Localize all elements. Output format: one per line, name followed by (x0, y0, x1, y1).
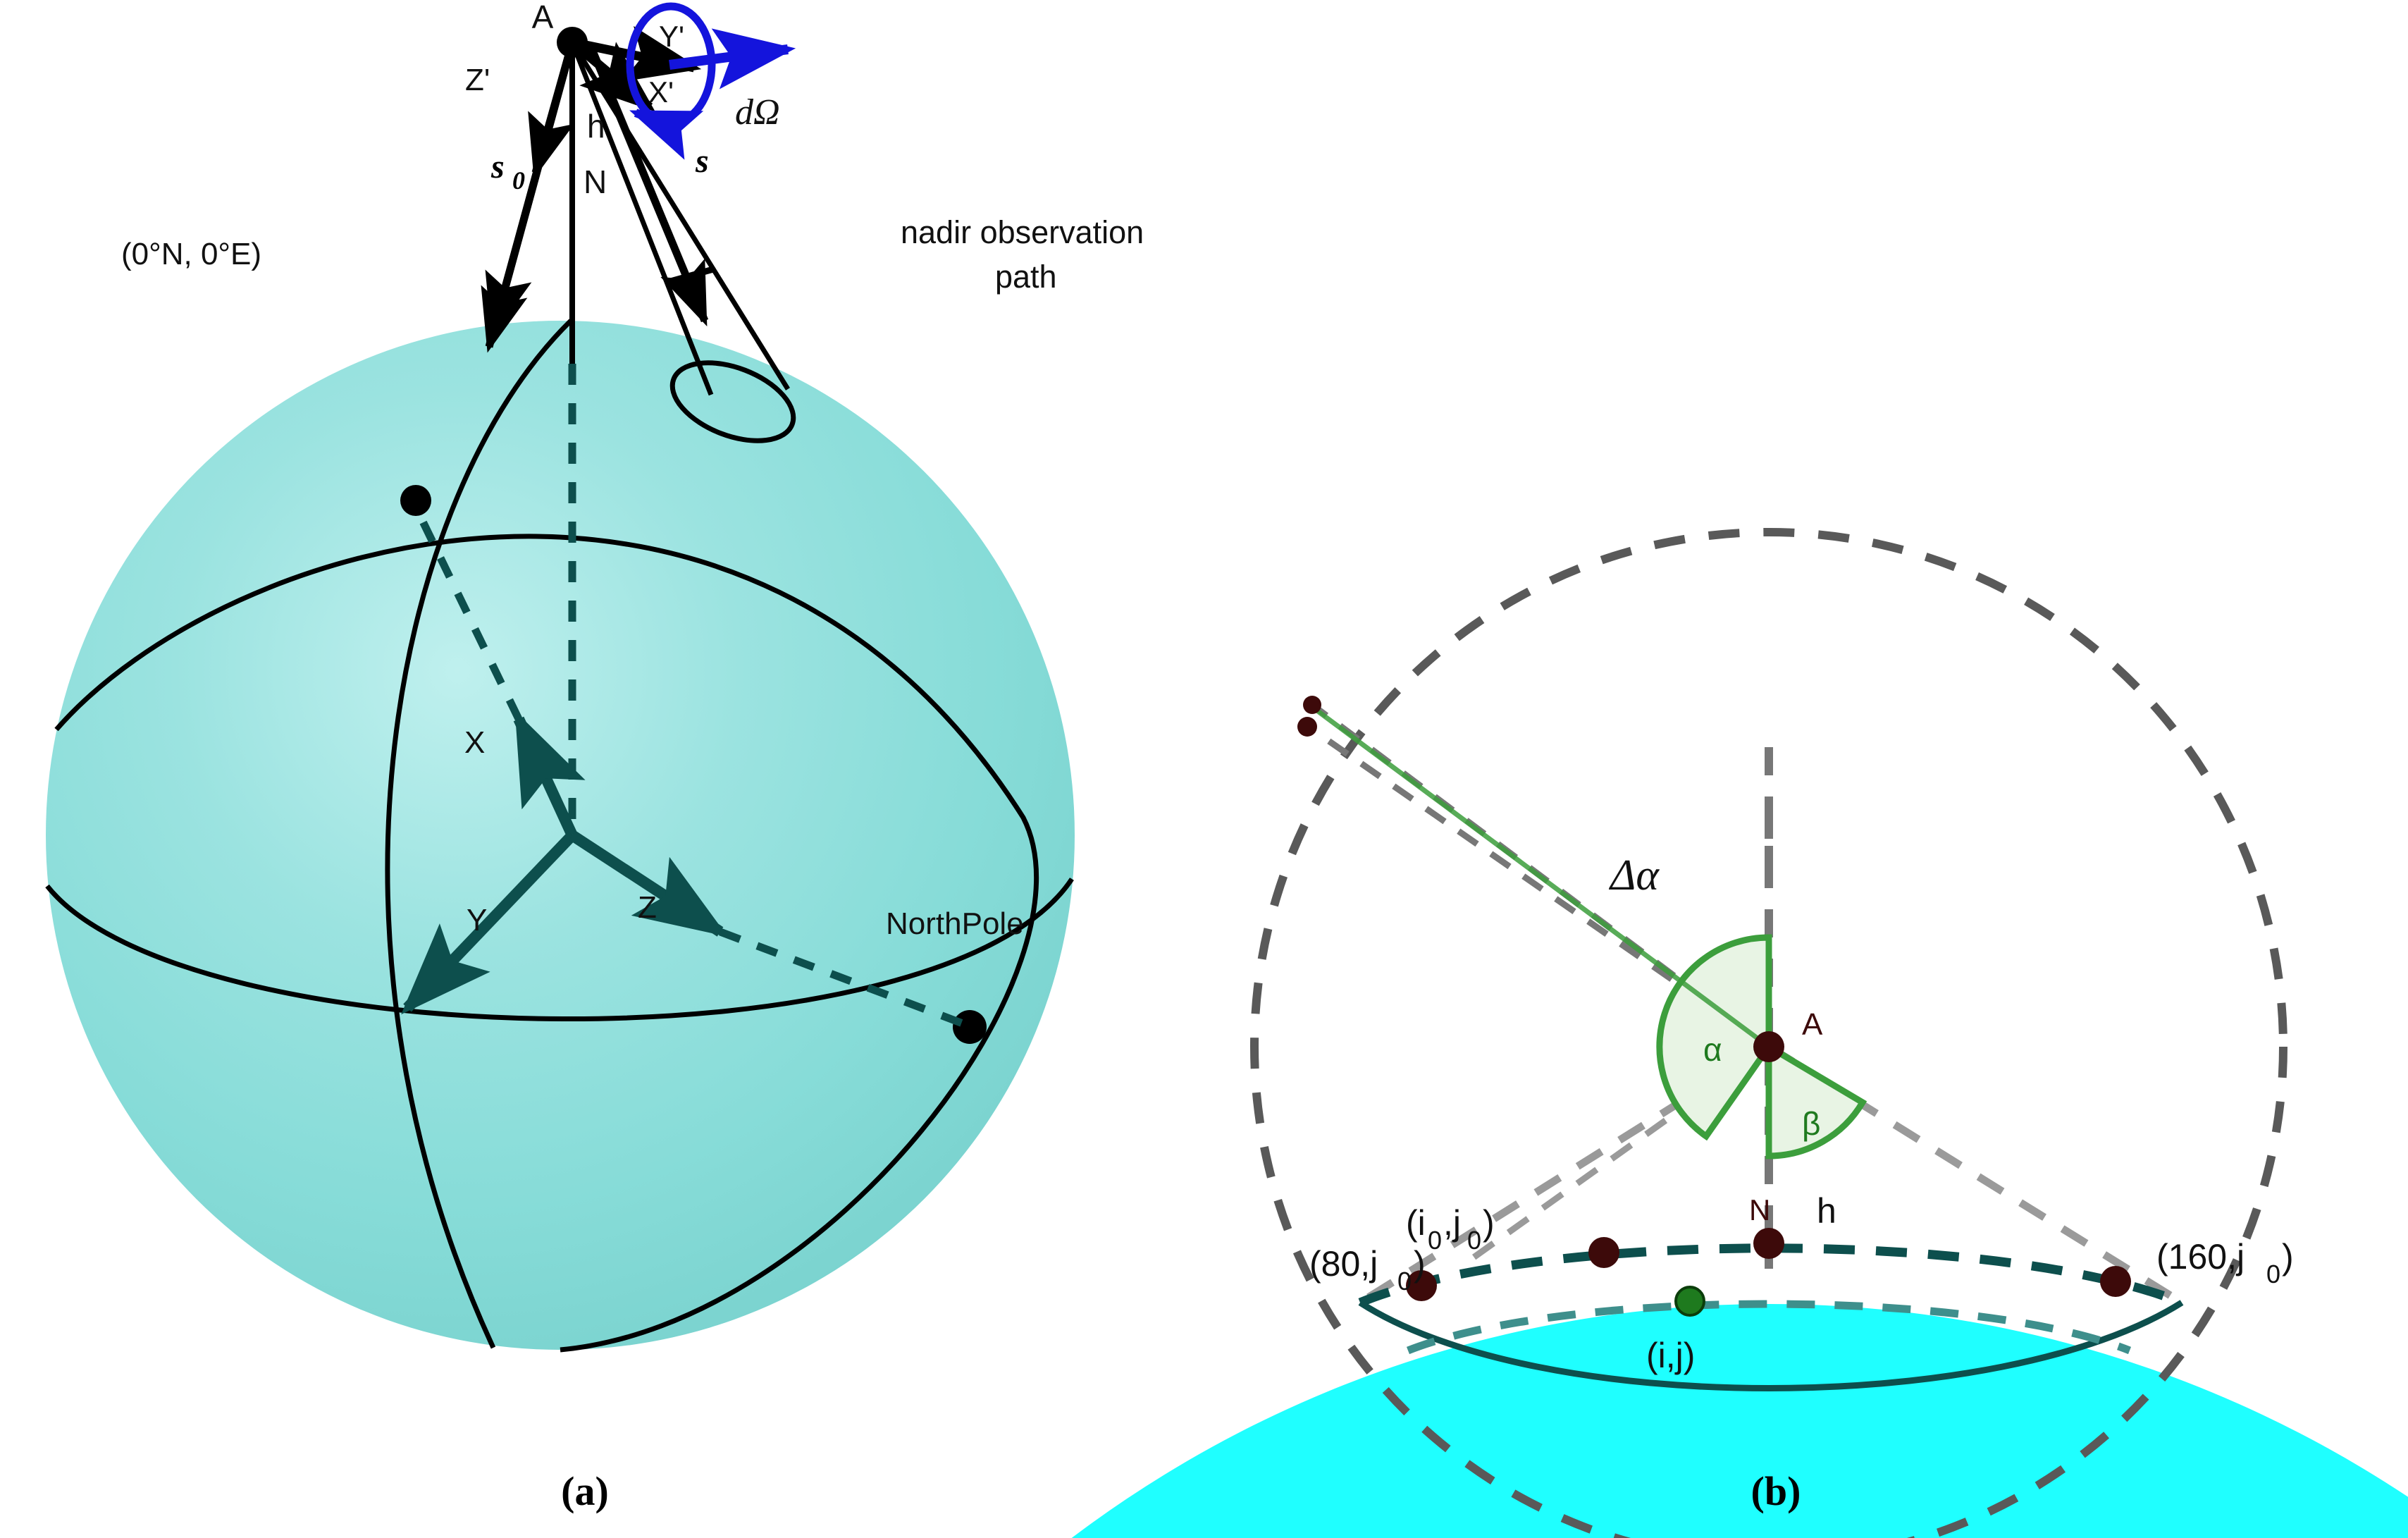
swath-lower-arc (1358, 1300, 2184, 1391)
label-origin-coords: (0°N, 0°E) (121, 237, 261, 271)
label-pixel-80-j0: (80,j 0 ) (1309, 1244, 1426, 1296)
point-satellite-a (557, 27, 588, 58)
beam-ray-right (570, 41, 790, 390)
vector-s0-arrow (485, 41, 576, 338)
svg-text:,j: ,j (1443, 1203, 1461, 1243)
meridian-circle (385, 319, 573, 1349)
angle-alpha-green-edge (1313, 707, 1771, 1049)
axis-z-arrow (569, 830, 728, 937)
sight-ray-right-edge (1767, 1043, 2184, 1306)
panel-a: A Y' X' Z' h dΩ s 0 s N (0°N, 0°E) North… (45, 0, 1144, 1514)
equator-arc (45, 878, 1074, 1021)
label-satellite-a: A (532, 0, 554, 35)
earth-cyan-body (1072, 1304, 2408, 1538)
point-north-pole (953, 1010, 987, 1044)
svg-text:(80,j: (80,j (1309, 1244, 1378, 1284)
pixel-row-j-dashed (1406, 1300, 2132, 1355)
label-axis-yprime: Y' (659, 20, 684, 53)
point-pixel-80-j0 (1406, 1270, 1437, 1301)
svg-text:(i: (i (1406, 1203, 1426, 1243)
label-north-pole: NorthPole (886, 906, 1024, 941)
caption-panel-a: (a) (561, 1468, 609, 1514)
label-pixel-i-j: (i,j) (1646, 1336, 1695, 1375)
svg-text:): ) (1414, 1244, 1426, 1284)
footprint-ellipse (669, 360, 796, 443)
svg-text:0: 0 (1397, 1267, 1412, 1296)
label-nadir-n: N (584, 164, 607, 200)
point-orbit-upper (1303, 696, 1321, 714)
label-nadir-path-line1: nadir observation (901, 214, 1144, 250)
point-nadir-n-b (1753, 1228, 1784, 1259)
label-delta-alpha: Δα (1608, 851, 1660, 899)
point-origin-0n0e (400, 485, 431, 516)
sight-ray-left-edge (1358, 1043, 1771, 1306)
orbit-dashed-circle (1250, 528, 2287, 1538)
label-height-h: h (587, 108, 605, 144)
point-pixel-i0-j0 (1588, 1237, 1619, 1268)
label-angle-alpha: α (1703, 1031, 1722, 1068)
dashed-to-north-pole (719, 928, 964, 1028)
label-axis-x: X (464, 725, 485, 760)
svg-text:): ) (2282, 1237, 2294, 1276)
svg-text:s: s (490, 148, 505, 185)
panel-b: A α β Δα h N (80,j 0 ) (i 0 ,j 0 ) (160,… (1072, 528, 2408, 1538)
point-orbit-lower (1297, 717, 1317, 737)
beam-ray-left (569, 41, 714, 396)
label-nadir-path-line2: path (995, 259, 1057, 295)
svg-text:(160,j: (160,j (2156, 1237, 2245, 1276)
label-pixel-i0-j0: (i 0 ,j 0 ) (1406, 1203, 1495, 1255)
orbit-great-circle (54, 534, 1039, 1353)
label-nadir-n-b: N (1749, 1193, 1770, 1226)
label-axis-z: Z (638, 890, 657, 925)
rotation-axis-arrow (669, 28, 796, 90)
caption-panel-b: (b) (1751, 1468, 1801, 1514)
axis-y-arrow (401, 831, 576, 1015)
label-vector-s: s (695, 142, 709, 180)
point-pixel-160-j0 (2100, 1266, 2131, 1297)
label-axis-y: Y (467, 903, 487, 937)
svg-text:0: 0 (1428, 1226, 1442, 1255)
earth-sphere (46, 321, 1075, 1350)
svg-text:0: 0 (2266, 1260, 2280, 1288)
label-angle-beta: β (1802, 1105, 1820, 1142)
svg-text:): ) (1483, 1203, 1495, 1243)
label-vector-s0: s 0 (490, 148, 525, 195)
label-satellite-a-b: A (1802, 1007, 1823, 1042)
label-axis-xprime: X' (648, 75, 674, 109)
svg-text:0: 0 (1467, 1226, 1481, 1255)
axis-x-arrow (513, 710, 586, 838)
point-pixel-i-j (1674, 1286, 1705, 1317)
pixel-row-j0-dashed (1358, 1243, 2184, 1308)
rotation-direction-arrow (629, 109, 704, 160)
svg-text:0: 0 (512, 166, 525, 195)
solid-angle-tick (667, 266, 715, 285)
label-solid-angle-domega: dΩ (735, 92, 780, 133)
label-axis-zprime: Z' (465, 63, 490, 97)
label-pixel-160-j0: (160,j 0 ) (2156, 1237, 2294, 1288)
point-satellite-a-b (1753, 1031, 1784, 1062)
label-height-h-b: h (1817, 1191, 1836, 1231)
angle-beta-wedge (1765, 1041, 1867, 1159)
